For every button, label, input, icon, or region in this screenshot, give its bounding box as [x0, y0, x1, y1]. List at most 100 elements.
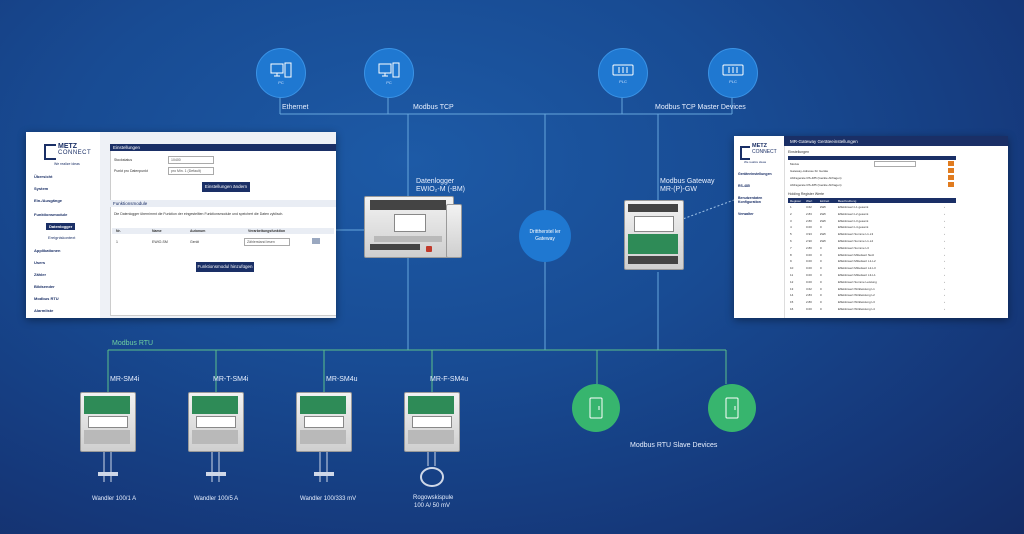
row-chevron-icon[interactable]: › — [944, 279, 945, 284]
plc-icon — [612, 64, 634, 75]
stockstatus-field[interactable]: 10400 — [168, 156, 214, 164]
pc-label: PC — [278, 79, 284, 85]
row-chevron-icon[interactable]: › — [944, 293, 945, 298]
register-cell: Effektivwert L3 gesamt — [838, 218, 869, 223]
register-cell: 6 — [790, 239, 792, 243]
pc-icon — [270, 62, 292, 77]
nav-item[interactable]: Bildsender — [34, 284, 55, 289]
register-cell: Effektivwert Wirkleistung L3 — [838, 300, 875, 305]
nav-item[interactable]: RS-485 — [738, 184, 750, 188]
register-cell: 0 — [820, 300, 822, 305]
register-cell: 2.83 — [806, 211, 812, 216]
meter-name: MR-T-SM4i — [213, 376, 249, 383]
register-cell: 0.00 — [806, 266, 812, 271]
nav-item[interactable]: Applikationen — [34, 248, 61, 253]
save-icon[interactable] — [948, 175, 954, 180]
register-cell: 0 — [820, 266, 822, 271]
datalogger-model: EWIO₂-M (-BM) — [416, 186, 465, 193]
row-chevron-icon[interactable]: › — [944, 259, 945, 264]
register-cell: 2.80 — [806, 218, 812, 223]
register-cell: 1 — [790, 205, 792, 209]
rogowski-coil-icon — [420, 467, 444, 487]
nav-subitem[interactable]: Ereigniskontext — [48, 235, 76, 240]
slave-device-icon — [589, 397, 603, 419]
gateway-title: Modbus Gateway — [660, 178, 715, 185]
save-icon[interactable] — [948, 182, 954, 187]
row-chevron-icon[interactable]: › — [944, 266, 945, 271]
register-cell: Effektivwert Mittelwert L1-L2 — [838, 259, 876, 264]
modbus-tcp-label: Modbus TCP — [413, 104, 454, 111]
register-cell: Effektivwert L4 gesamt — [838, 225, 869, 230]
register-cell: 0.00 — [806, 225, 812, 230]
register-cell: 9 — [790, 259, 792, 264]
rtu-slave-node-1 — [572, 384, 620, 432]
nav-item[interactable]: Users — [34, 260, 46, 265]
row-chevron-icon[interactable]: › — [944, 232, 945, 237]
third-party-gateway-node: Drittherstel ler Gateway — [519, 210, 571, 262]
nav-item[interactable]: Ein-/Ausgänge — [34, 198, 63, 203]
plc-icon — [722, 64, 744, 75]
row-chevron-icon[interactable]: › — [944, 239, 945, 243]
register-cell: Effektivwert L2 gesamt — [838, 211, 869, 216]
sidebar: METZ CONNECT We realize ideas Geräteeins… — [734, 136, 785, 318]
edit-icon[interactable] — [312, 238, 320, 244]
register-cell: 7 — [790, 245, 792, 250]
setting-row: Abfragerate RS-485 (Geräte Abfragen) — [790, 176, 842, 180]
save-icon[interactable] — [948, 168, 954, 173]
register-cell: 0 — [820, 273, 822, 277]
row-chevron-icon[interactable]: › — [944, 225, 945, 230]
plc-node-1: PLC — [598, 48, 648, 98]
save-settings-button[interactable]: Einstellungen ändern — [202, 182, 250, 192]
wandler-clamp-1 — [98, 472, 118, 476]
row-chevron-icon[interactable]: › — [944, 300, 945, 305]
nav-item[interactable]: Benutzerdaten Konfiguration — [738, 196, 763, 204]
mode-select[interactable] — [874, 161, 916, 167]
row-chevron-icon[interactable]: › — [944, 252, 945, 257]
register-cell: 11 — [790, 273, 794, 277]
datalogger-title: Datenlogger — [416, 178, 455, 185]
table-header-row — [112, 228, 334, 234]
row-chevron-icon[interactable]: › — [944, 307, 945, 311]
panel-title: Einstellungen — [110, 144, 336, 151]
register-cell: 0 — [820, 293, 822, 298]
logo-bracket-icon — [740, 146, 750, 160]
settings-header-row — [788, 156, 956, 160]
register-cell: 16 — [790, 307, 794, 311]
register-cell: 8 — [790, 252, 792, 257]
nav-item[interactable]: System — [34, 186, 49, 191]
row-chevron-icon[interactable]: › — [944, 245, 945, 250]
register-header-row — [788, 198, 956, 203]
description-text: Die Datenlogger übernimmt die Funktion d… — [114, 212, 284, 216]
register-cell: Effektivwert Mittelwert L2-L3 — [838, 266, 876, 271]
register-cell: 2 — [790, 211, 792, 216]
register-cell: 2.80 — [806, 245, 812, 250]
row-chevron-icon[interactable]: › — [944, 286, 945, 291]
page-title: MR-Gateway Geräteeinstellungen — [790, 139, 858, 144]
register-cell: 2.90 — [806, 239, 812, 243]
datalogger-screen: METZ CONNECT We realize ideas Übersicht … — [26, 132, 336, 318]
register-cell: 10 — [790, 266, 794, 271]
register-cell: kWh — [820, 218, 826, 223]
wandler-label: 100 A/ 50 mV — [414, 503, 451, 509]
interval-select[interactable]: pro Min. 1 (Default) — [168, 167, 214, 175]
row-chevron-icon[interactable]: › — [944, 218, 945, 223]
row-chevron-icon[interactable]: › — [944, 205, 945, 209]
nav-item-active[interactable]: Datenlogger — [46, 223, 76, 230]
nav-item[interactable]: Übersicht — [34, 174, 53, 179]
register-cell: 2.83 — [806, 293, 812, 298]
row-chevron-icon[interactable]: › — [944, 273, 945, 277]
nav-item[interactable]: Zähler — [34, 272, 47, 277]
nav-item[interactable]: Geräteeinstellungen — [738, 172, 772, 176]
row-chevron-icon[interactable]: › — [944, 211, 945, 216]
meter-name: MR-SM4i — [110, 376, 140, 383]
nav-item[interactable]: Modbus RTU — [34, 296, 59, 301]
function-select[interactable]: Zählerstand lesen — [244, 238, 290, 246]
add-module-button[interactable]: Funktionsmodul hinzufügen — [196, 262, 254, 272]
reg-header: Einheit — [820, 199, 830, 203]
nav-item[interactable]: Verwalter — [738, 212, 754, 216]
meter-name: MR-F-SM4u — [430, 376, 469, 383]
nav-item[interactable]: Alarmliste — [34, 308, 54, 313]
register-cell: 4 — [790, 225, 792, 230]
nav-item[interactable]: Funktionsmodule — [34, 212, 68, 217]
save-icon[interactable] — [948, 161, 954, 166]
